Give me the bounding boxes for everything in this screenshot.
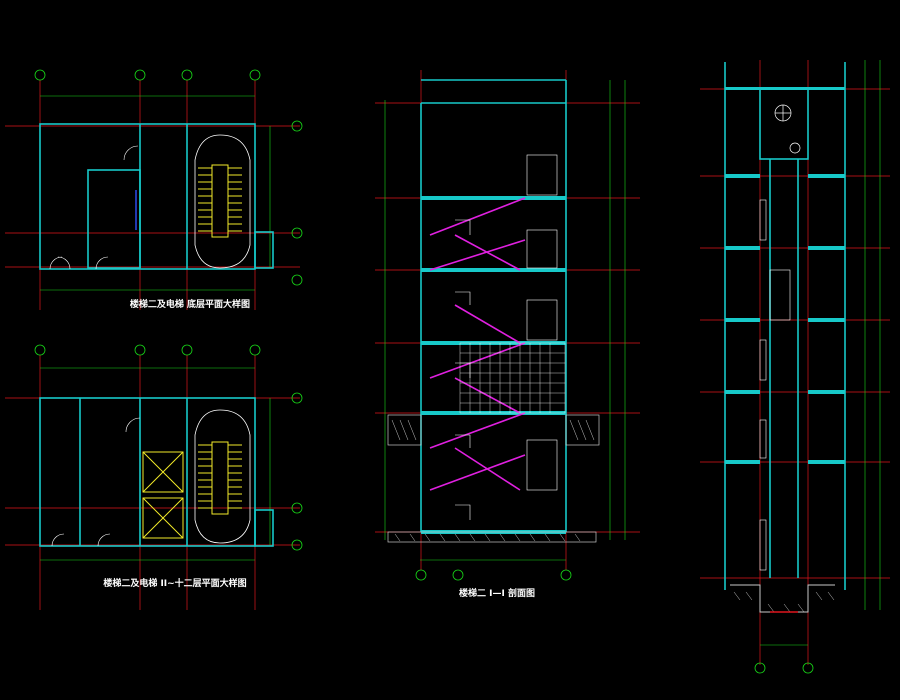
grid-bubbles-plan-top — [34, 69, 303, 286]
elevator-car-frames — [759, 199, 791, 571]
dimensions-section — [384, 80, 626, 561]
ground-hatch-section — [387, 414, 600, 543]
plan-typical-floor: 楼梯二及电梯 II~十二层平面大样图 — [5, 344, 303, 610]
grid-bubbles-section — [415, 569, 572, 581]
walls-plan-top — [39, 123, 274, 270]
plan-top-caption: 楼梯二及电梯 底层平面大样图 — [130, 298, 250, 310]
level-lines-elevator — [700, 60, 890, 665]
dimensions-plan-bottom — [40, 367, 271, 561]
elevator-section — [700, 60, 890, 674]
floor-slabs-elevator — [725, 87, 845, 464]
stair-section: 楼梯二 Ⅰ—Ⅰ 剖面图 — [375, 70, 640, 599]
pit-hatch-elevator — [730, 584, 835, 613]
grid-bubbles-elevator — [754, 662, 814, 674]
walls-plan-bottom — [39, 397, 274, 547]
stair-flights-section — [429, 197, 526, 491]
plan-ground-floor: 楼梯二及电梯 底层平面大样图 — [5, 69, 303, 310]
elevator-cars-plan — [142, 451, 184, 539]
plan-bottom-caption: 楼梯二及电梯 II~十二层平面大样图 — [103, 577, 246, 589]
dimensions-elevator — [760, 60, 881, 646]
walls-section — [420, 79, 567, 532]
door-swings-plan-top — [49, 145, 139, 270]
level-lines-section — [375, 70, 640, 570]
stair-plan-bottom — [194, 409, 251, 544]
grid-bubbles-plan-bottom — [34, 344, 303, 551]
section-stair-caption: 楼梯二 Ⅰ—Ⅰ 剖面图 — [459, 587, 535, 599]
shaft-walls-elevator — [724, 62, 846, 590]
door-swings-plan-bottom — [51, 417, 141, 547]
stair-plan-top — [194, 134, 251, 269]
floor-slabs-section — [421, 196, 566, 534]
stair-outlines-section — [455, 154, 558, 520]
mesh-grid-section — [459, 342, 566, 414]
dimensions-plan-top — [40, 95, 271, 291]
elevator-machine-icon — [774, 104, 801, 154]
